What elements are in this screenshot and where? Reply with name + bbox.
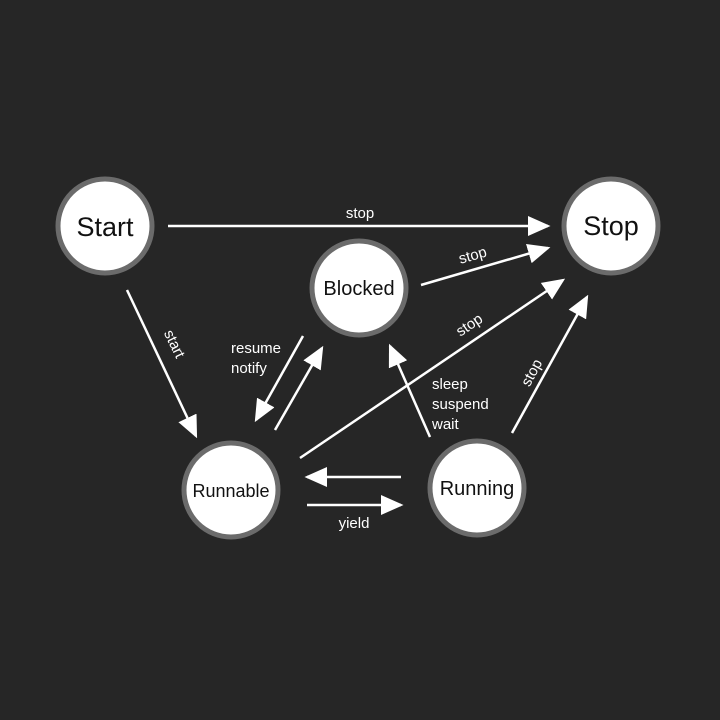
node-stop: Stop: [561, 176, 661, 276]
node-stop-circle: [561, 176, 661, 276]
node-stop-label: Stop: [583, 211, 639, 241]
label-wait: wait: [431, 416, 460, 433]
label-running-to-stop: stop: [518, 356, 546, 389]
edge-runnable-to-stop: [299, 278, 566, 460]
node-runnable-label: Runnable: [192, 481, 269, 501]
label-start-to-runnable: start: [160, 327, 188, 361]
edge-start-to-runnable: [125, 289, 198, 439]
node-running-circle: [427, 438, 527, 538]
edge-running-to-stop: [510, 294, 589, 434]
label-start-to-stop: stop: [346, 205, 374, 222]
edge-runnable-to-blocked: [273, 345, 324, 431]
label-blocked-to-runnable: resume notify: [231, 340, 285, 377]
node-blocked-label: Blocked: [323, 278, 394, 300]
node-runnable-circle: [181, 440, 281, 540]
label-sleep: sleep: [432, 376, 468, 393]
label-suspend: suspend: [432, 396, 489, 413]
node-runnable: Runnable: [181, 440, 281, 540]
nodes: Start Stop Blocked Runnable Running: [55, 176, 661, 540]
node-blocked-circle: [309, 238, 409, 338]
label-runnable-to-running: yield: [339, 515, 370, 532]
edges: [125, 216, 589, 515]
edge-running-to-blocked: [388, 343, 432, 438]
label-blocked-to-stop: stop: [457, 244, 489, 268]
edge-blocked-to-runnable: [254, 335, 305, 423]
edge-blocked-to-stop: [420, 243, 551, 287]
node-start-circle: [55, 176, 155, 276]
node-start-label: Start: [76, 212, 134, 242]
label-running-to-blocked: sleep suspend wait: [431, 376, 493, 433]
node-start: Start: [55, 176, 155, 276]
label-resume: resume: [231, 340, 281, 357]
node-running-label: Running: [440, 478, 515, 500]
label-notify: notify: [231, 360, 267, 377]
node-running: Running: [427, 438, 527, 538]
node-blocked: Blocked: [309, 238, 409, 338]
